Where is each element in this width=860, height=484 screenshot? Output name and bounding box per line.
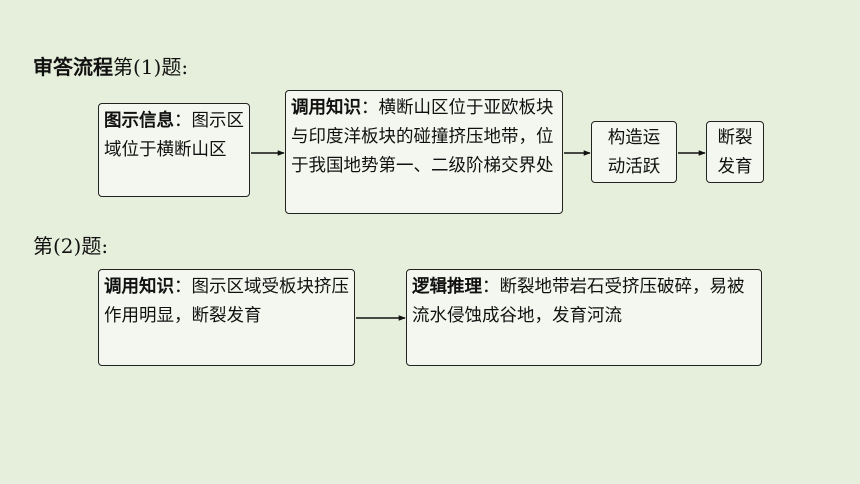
flow1-box1-keyword: 图示信息 bbox=[104, 111, 174, 131]
section1-heading-question: 第(1)题: bbox=[113, 55, 189, 79]
flow1-box1-text: 图示区域位于横断山区 bbox=[104, 111, 244, 160]
flow2-box-knowledge: 调用知识：图示区域受板块挤压作用明显，断裂发育 bbox=[98, 269, 355, 366]
flow1-box2-keyword: 调用知识 bbox=[291, 98, 361, 118]
flow1-box-figure-info: 图示信息：图示区域位于横断山区 bbox=[98, 103, 250, 197]
flow2-box-reasoning: 逻辑推理：断裂地带岩石受挤压破碎，易被流水侵蚀成谷地，发育河流 bbox=[406, 269, 762, 366]
flow2-box1-text: 图示区域受板块挤压作用明显，断裂发育 bbox=[104, 277, 349, 326]
flow1-box-knowledge: 调用知识：横断山区位于亚欧板块与印度洋板块的碰撞挤压地带，位于我国地势第一、二级… bbox=[285, 90, 563, 214]
flow1-box2-colon: ： bbox=[361, 98, 379, 118]
flow1-box4-line1: 断裂 bbox=[717, 128, 753, 148]
flow1-box4-line2: 发育 bbox=[717, 157, 753, 177]
flow1-box2-text: 横断山区位于亚欧板块与印度洋板块的碰撞挤压地带，位于我国地势第一、二级阶梯交界处 bbox=[291, 98, 554, 176]
flow2-box2-text: 断裂地带岩石受挤压破碎，易被流水侵蚀成谷地，发育河流 bbox=[412, 277, 745, 326]
section1-heading-title: 审答流程 bbox=[33, 55, 113, 79]
flow1-box-fault-development: 断裂发育 bbox=[706, 121, 764, 183]
flow1-box3-line2: 动活跃 bbox=[607, 157, 661, 177]
flow1-box-tectonic-activity: 构造运动活跃 bbox=[591, 121, 677, 183]
flow2-box1-colon: ： bbox=[174, 277, 192, 297]
flow2-box2-colon: ： bbox=[482, 277, 500, 297]
flow2-box1-keyword: 调用知识 bbox=[104, 277, 174, 297]
section1-heading: 审答流程第(1)题: bbox=[33, 55, 188, 79]
flow1-box3-line1: 构造运 bbox=[607, 128, 661, 148]
section2-heading: 第(2)题: bbox=[33, 234, 109, 258]
flow1-box1-colon: ： bbox=[174, 111, 192, 131]
flow2-box2-keyword: 逻辑推理 bbox=[412, 277, 482, 297]
